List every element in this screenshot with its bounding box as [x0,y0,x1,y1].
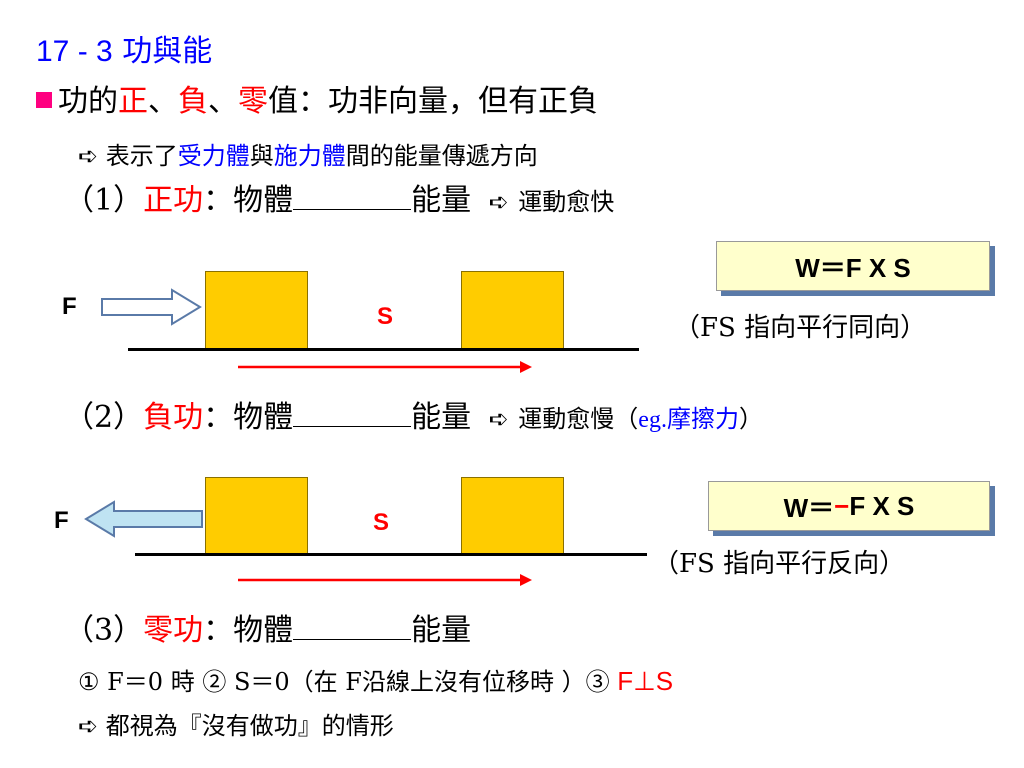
block-end [461,271,564,349]
friction-term: 摩擦力 [666,405,739,433]
block-start [205,271,308,349]
section-title: 功與能 [122,34,213,69]
block-end [461,477,564,555]
note-text: 表示了 [105,142,178,170]
zero-word: 零 [238,84,268,119]
zero-work-conditions: ① F＝0 時 ② S＝0（在 F沿線上沒有位移時 ）③ F⊥S [78,668,673,694]
case1-heading: （1）正功：物體 能量 ➪ 運動愈快 [64,186,614,216]
formula-text: W＝F X S [795,252,911,283]
case-number: （2） [64,400,144,435]
case-number: （3） [64,613,144,648]
ground-line [135,553,647,556]
positive-word: 正 [118,84,148,119]
perpendicular-condition: F⊥S [617,666,674,696]
case-text: ：物體 [203,613,294,648]
direction-note: （FS 指向平行同向） [674,315,926,341]
bullet-prefix: 功的 [58,84,118,119]
close-paren: ） [738,405,763,433]
case3-heading: （3）零功：物體 能量 [64,616,471,646]
fill-in-blank [293,208,412,210]
fill-in-blank [293,425,412,427]
case-text: 能量 [411,613,472,648]
note-text: 與 [249,142,274,170]
hollow-arrow-icon: ➪ [78,142,99,170]
negative-word: 負 [178,84,208,119]
formula-text: W＝ [783,492,835,523]
case-result: 運動愈快 [518,188,615,216]
displacement-arrow-icon [238,361,532,373]
square-bullet-icon [36,92,52,108]
conclusion-text: 都視為『沒有做功』的情形 [105,712,394,740]
force-arrow-right-icon [101,288,202,326]
bullet-suffix: 值：功非向量，但有正負 [268,84,598,119]
giver-term: 施力體 [273,142,346,170]
conclusion: ➪ 都視為『沒有做功』的情形 [78,714,394,738]
energy-transfer-note: ➪ 表示了受力體與施力體間的能量傳遞方向 [78,144,538,168]
separator: 、 [208,84,238,119]
note-text: 間的能量傳遞方向 [345,142,538,170]
case2-heading: （2）負功：物體 能量 ➪ 運動愈慢（eg.摩擦力） [64,403,763,433]
slide-title: 17 - 3 功與能 [36,37,212,67]
separator: 、 [148,84,178,119]
formula-text: F X S [849,490,915,521]
displacement-arrow-icon [238,574,532,586]
force-label: F [62,293,77,320]
eg-label: eg. [638,407,667,433]
receiver-term: 受力體 [177,142,250,170]
conditions-text: ① F＝0 時 ② S＝0（在 F沿線上沒有位移時 ）③ [78,668,610,696]
case-kind: 負功 [143,400,204,435]
case-result: 運動愈慢（ [518,405,639,433]
case-text: ：物體 [203,400,294,435]
minus-sign: − [834,490,850,521]
direction-note: （FS 指向平行反向） [653,551,905,577]
displacement-label: S [377,303,394,330]
hollow-arrow-icon: ➪ [488,188,509,216]
case-kind: 零功 [143,613,204,648]
hollow-arrow-icon: ➪ [78,712,99,740]
case-text: ：物體 [203,183,294,218]
case-kind: 正功 [143,183,204,218]
displacement-label: S [373,509,390,536]
formula-box-positive: W＝F X S [716,241,990,291]
ground-line [128,348,639,351]
case-number: （1） [64,183,144,218]
force-label: F [54,507,69,534]
block-start [205,477,308,555]
case-text: 能量 [411,400,472,435]
case-text: 能量 [411,183,472,218]
section-number: 17 - 3 [36,35,113,68]
hollow-arrow-icon: ➪ [488,405,509,433]
direction-text: （FS 指向平行同向） [674,313,927,343]
force-arrow-left-icon [84,500,203,538]
formula-box-negative: W＝−F X S [708,481,990,531]
main-bullet: 功的正、負、零值：功非向量，但有正負 [36,87,598,117]
fill-in-blank [293,638,412,640]
direction-text: （FS 指向平行反向） [653,549,906,579]
